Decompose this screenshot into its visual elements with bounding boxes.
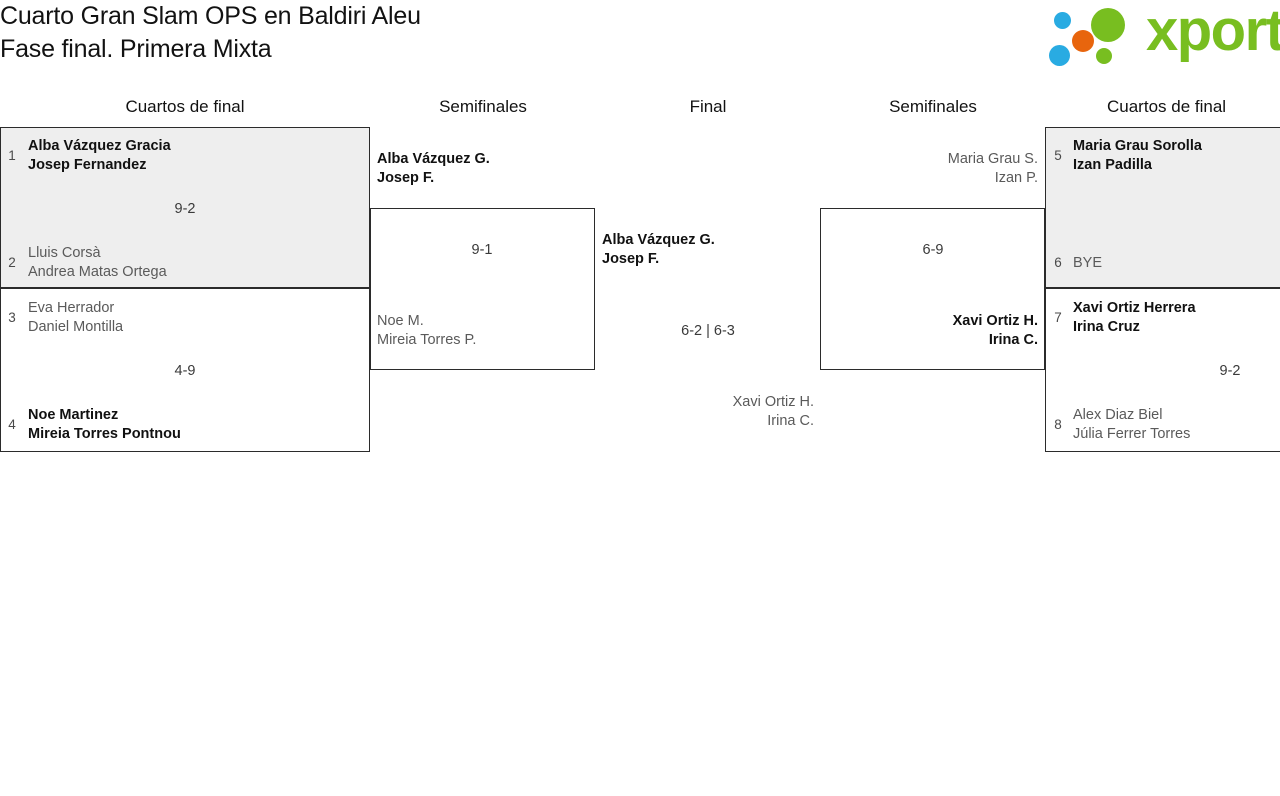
competitor-qf1-right-top[interactable]: Maria Grau Sorolla Izan Padilla — [1073, 137, 1202, 175]
player-name: Irina C. — [988, 332, 1038, 348]
player-name: Noe M. — [377, 313, 424, 329]
seed-number-2: 2 — [8, 255, 16, 270]
page-title: Cuarto Gran Slam OPS en Baldiri Aleu Fas… — [0, 0, 900, 66]
competitor-qf1-top[interactable]: Alba Vázquez Gracia Josep Fernandez — [28, 137, 171, 175]
xporty-logo[interactable]: xporty — [1046, 0, 1280, 70]
seed-number-7: 7 — [1054, 310, 1062, 325]
player-name: Josep Fernandez — [28, 157, 147, 173]
logo-dot-green-small — [1096, 48, 1112, 64]
seed-number-1: 1 — [8, 148, 16, 163]
player-name: Josep F. — [602, 251, 660, 267]
competitor-final-top[interactable]: Alba Vázquez G. Josep F. — [602, 231, 715, 269]
score-qf2-left: 4-9 — [174, 363, 196, 379]
player-name: Maria Grau Sorolla — [1073, 138, 1202, 154]
match-box-qf2-right[interactable] — [1045, 288, 1280, 452]
player-name: Lluis Corsà — [28, 245, 101, 261]
round-header-final: Final — [689, 97, 727, 116]
logo-dot-green-large — [1091, 8, 1125, 42]
competitor-qf1-bottom[interactable]: Lluis Corsà Andrea Matas Ortega — [28, 244, 167, 282]
competitor-sf-right-bottom[interactable]: Xavi Ortiz H. Irina C. — [832, 312, 1038, 350]
player-name: Xavi Ortiz H. — [952, 313, 1038, 329]
player-name: Xavi Ortiz Herrera — [1073, 300, 1196, 316]
player-name: BYE — [1073, 255, 1103, 271]
logo-dot-orange — [1072, 30, 1094, 52]
page-title-line-2: Fase final. Primera Mixta — [0, 35, 272, 63]
round-header-quarterfinals-right: Cuartos de final — [1107, 97, 1227, 116]
competitor-final-bottom[interactable]: Xavi Ortiz H. Irina C. — [608, 393, 814, 431]
player-name: Mireia Torres P. — [377, 332, 477, 348]
player-name: Alex Diaz Biel — [1073, 407, 1163, 423]
competitor-qf2-right-bottom[interactable]: Alex Diaz Biel Júlia Ferrer Torres — [1073, 406, 1190, 444]
seed-number-8: 8 — [1054, 417, 1062, 432]
score-final: 6-2 | 6-3 — [681, 323, 735, 339]
competitor-qf2-bottom[interactable]: Noe Martinez Mireia Torres Pontnou — [28, 406, 181, 444]
player-name: Alba Vázquez G. — [602, 232, 715, 248]
player-name: Eva Herrador — [28, 300, 115, 316]
player-name: Xavi Ortiz H. — [732, 394, 814, 410]
match-box-qf1-left[interactable] — [0, 127, 370, 288]
seed-number-3: 3 — [8, 310, 16, 325]
competitor-sf-right-top[interactable]: Maria Grau S. Izan P. — [832, 150, 1038, 188]
logo-dot-blue-large — [1049, 45, 1070, 66]
player-name: Andrea Matas Ortega — [28, 264, 167, 280]
match-box-semifinal-left[interactable] — [370, 208, 595, 370]
round-header-semifinals-right: Semifinales — [889, 97, 977, 116]
player-name: Daniel Montilla — [28, 319, 124, 335]
player-name: Mireia Torres Pontnou — [28, 426, 181, 442]
competitor-qf1-right-bottom[interactable]: BYE — [1073, 254, 1102, 273]
score-semifinal-right: 6-9 — [922, 242, 944, 258]
player-name: Josep F. — [377, 170, 435, 186]
round-header-quarterfinals-left: Cuartos de final — [125, 97, 245, 116]
player-name: Maria Grau S. — [947, 151, 1038, 167]
competitor-sf-left-top[interactable]: Alba Vázquez G. Josep F. — [377, 150, 490, 188]
score-qf2-right: 9-2 — [1219, 363, 1241, 379]
score-semifinal-left: 9-1 — [471, 242, 493, 258]
competitor-qf2-top[interactable]: Eva Herrador Daniel Montilla — [28, 299, 123, 337]
page-title-line-1: Cuarto Gran Slam OPS en Baldiri Aleu — [0, 2, 421, 30]
seed-number-4: 4 — [8, 417, 16, 432]
player-name: Alba Vázquez Gracia — [28, 138, 171, 154]
player-name: Irina C. — [767, 413, 814, 429]
player-name: Alba Vázquez G. — [377, 151, 490, 167]
seed-number-5: 5 — [1054, 148, 1062, 163]
score-qf1-left: 9-2 — [174, 201, 196, 217]
match-box-qf2-left[interactable] — [0, 288, 370, 452]
player-name: Júlia Ferrer Torres — [1073, 426, 1191, 442]
competitor-sf-left-bottom[interactable]: Noe M. Mireia Torres P. — [377, 312, 476, 350]
player-name: Irina Cruz — [1073, 319, 1140, 335]
round-header-semifinals-left: Semifinales — [439, 97, 527, 116]
player-name: Noe Martinez — [28, 407, 119, 423]
logo-wordmark: xporty — [1146, 0, 1280, 63]
match-box-semifinal-right[interactable] — [820, 208, 1045, 370]
seed-number-6: 6 — [1054, 255, 1062, 270]
match-box-qf1-right[interactable] — [1045, 127, 1280, 288]
logo-dot-blue-small — [1054, 12, 1071, 29]
player-name: Izan P. — [994, 170, 1038, 186]
player-name: Izan Padilla — [1073, 157, 1152, 173]
competitor-qf2-right-top[interactable]: Xavi Ortiz Herrera Irina Cruz — [1073, 299, 1196, 337]
